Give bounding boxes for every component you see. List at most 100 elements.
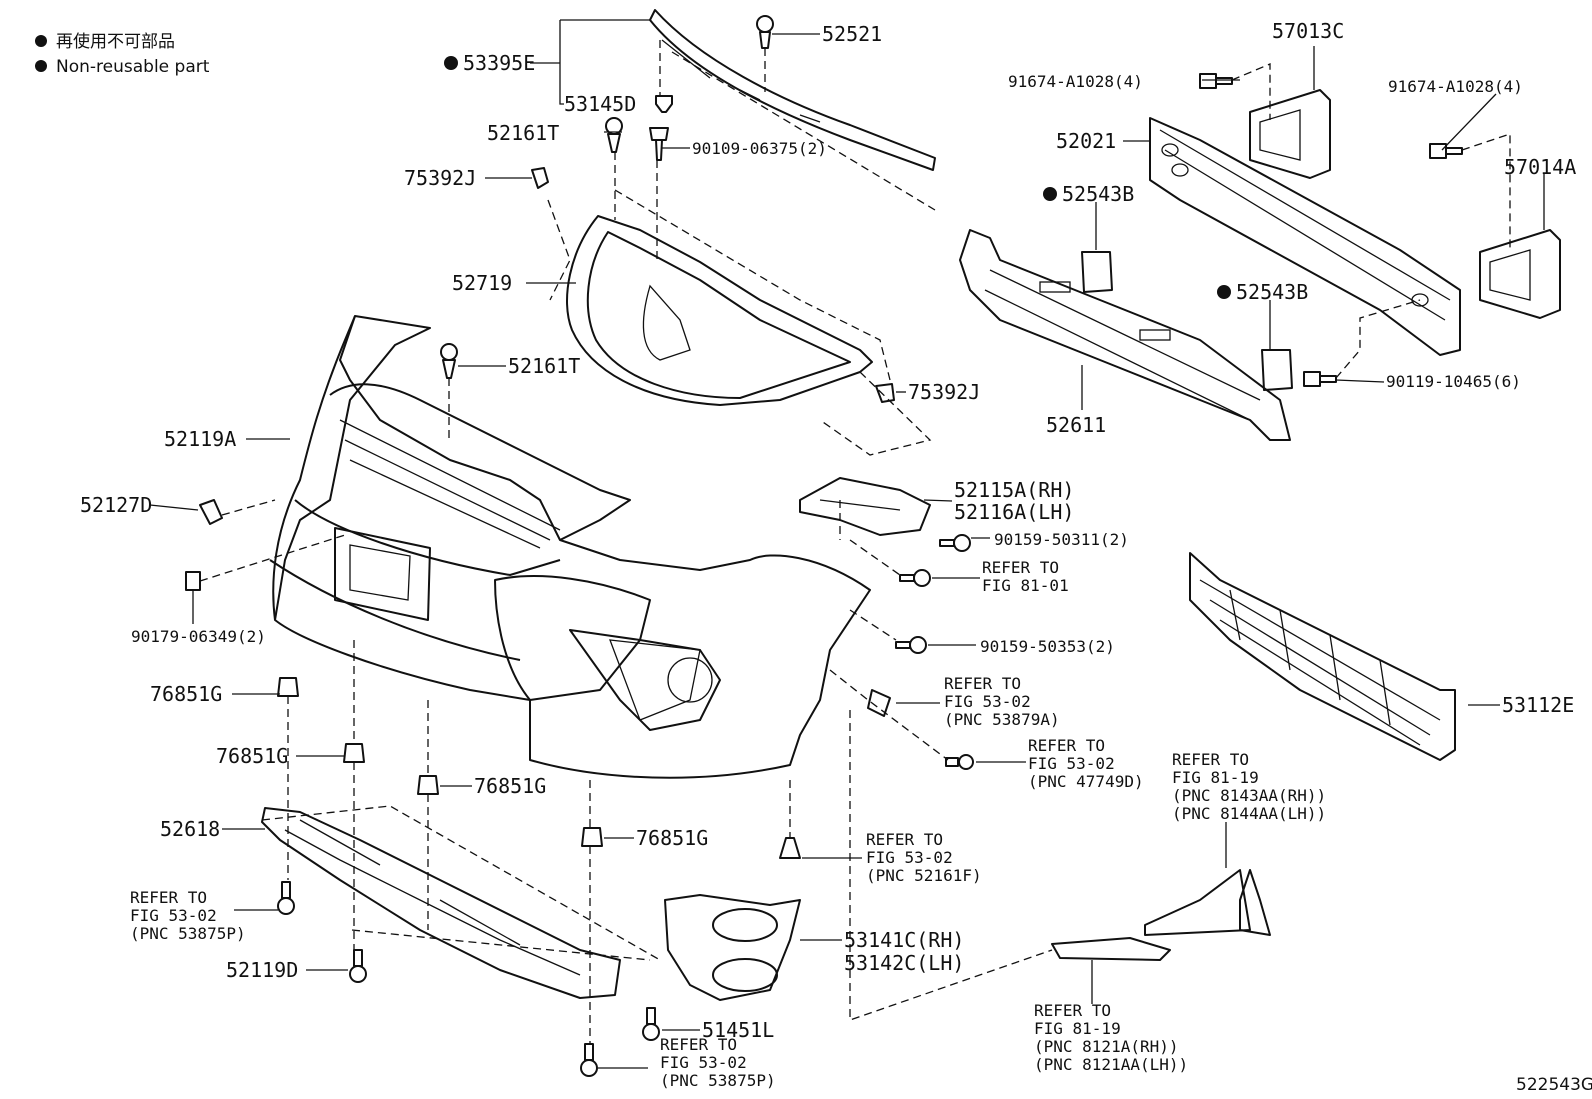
legend-jp: 再使用不可部品 bbox=[56, 31, 175, 52]
callout-52543B-b: 52543B bbox=[1236, 280, 1308, 304]
clip-90179 bbox=[185, 571, 201, 591]
callout-52119A: 52119A bbox=[164, 427, 236, 451]
callout-52611: 52611 bbox=[1046, 413, 1106, 437]
nonreusable-bullet-icon bbox=[444, 56, 458, 70]
svg-text:(PNC 8143AA(RH)): (PNC 8143AA(RH)) bbox=[1172, 786, 1326, 805]
callout-53395E: 53395E bbox=[463, 51, 535, 75]
screw-90159-50311 bbox=[939, 534, 971, 552]
clip-76851G-c bbox=[417, 775, 439, 795]
screw-90159-50353 bbox=[895, 636, 927, 654]
svg-text:REFER TO: REFER TO bbox=[660, 1035, 737, 1054]
bolt-53875P-a bbox=[277, 881, 295, 915]
nonreusable-bullet-icon bbox=[35, 60, 47, 72]
bumper-cover-part bbox=[269, 315, 871, 779]
clip-76851G-b bbox=[343, 743, 365, 763]
callout-52719: 52719 bbox=[452, 271, 512, 295]
svg-text:REFER TO: REFER TO bbox=[130, 888, 207, 907]
upper-molding-part bbox=[649, 9, 936, 171]
bolt-53875P-b bbox=[580, 1043, 598, 1077]
callout-90119-10465: 90119-10465(6) bbox=[1386, 372, 1521, 391]
bolt-90109 bbox=[649, 127, 669, 161]
callout-57014A: 57014A bbox=[1504, 155, 1576, 179]
clip-47749D bbox=[945, 754, 974, 770]
clip-53145D bbox=[655, 95, 673, 113]
callout-52127D: 52127D bbox=[80, 493, 152, 517]
svg-text:REFER TO: REFER TO bbox=[1034, 1001, 1111, 1020]
callout-57013C: 57013C bbox=[1272, 19, 1344, 43]
side-retainer-part bbox=[799, 477, 931, 536]
callout-52618: 52618 bbox=[160, 817, 220, 841]
clip-52521 bbox=[756, 15, 774, 49]
bracket-57013C bbox=[1249, 89, 1331, 179]
ref-pnc-8121A: REFER TO FIG 81-19 (PNC 8121A(RH)) (PNC … bbox=[1034, 1001, 1188, 1074]
callout-labels: 53395E 53145D 52521 52161T 90109-06375(2… bbox=[80, 19, 1576, 1042]
reference-notes: REFER TO FIG 81-01 REFER TO FIG 53-02 (P… bbox=[130, 558, 1326, 1090]
callout-52119D: 52119D bbox=[226, 958, 298, 982]
ref-pnc-52161F: REFER TO FIG 53-02 (PNC 52161F) bbox=[866, 830, 982, 885]
svg-text:REFER TO: REFER TO bbox=[866, 830, 943, 849]
clip-52161T-upper bbox=[605, 117, 623, 153]
svg-text:FIG 81-01: FIG 81-01 bbox=[982, 576, 1069, 595]
callout-52521: 52521 bbox=[822, 22, 882, 46]
callout-75392J-lower: 75392J bbox=[908, 380, 980, 404]
bolt-90119 bbox=[1303, 371, 1337, 387]
callout-52161T-upper: 52161T bbox=[487, 121, 559, 145]
callout-53145D: 53145D bbox=[564, 92, 636, 116]
svg-text:FIG 53-02: FIG 53-02 bbox=[866, 848, 953, 867]
svg-text:REFER TO: REFER TO bbox=[944, 674, 1021, 693]
bracket-57014A bbox=[1479, 229, 1561, 319]
clip-76851G-d bbox=[581, 827, 603, 847]
callout-91674-A1028-a: 91674-A1028(4) bbox=[1008, 72, 1143, 91]
side-molding-8121A bbox=[1051, 937, 1171, 961]
ref-pnc-53875P-b: REFER TO FIG 53-02 (PNC 53875P) bbox=[660, 1035, 776, 1090]
callout-91674-A1028-b: 91674-A1028(4) bbox=[1388, 77, 1523, 96]
ref-pnc-47749D: REFER TO FIG 53-02 (PNC 47749D) bbox=[1028, 736, 1144, 791]
callout-52161T-lower: 52161T bbox=[508, 354, 580, 378]
clip-52127D bbox=[199, 499, 223, 525]
callout-52116A: 52116A(LH) bbox=[954, 500, 1074, 524]
svg-text:(PNC 53875P): (PNC 53875P) bbox=[130, 924, 246, 943]
leader-lines bbox=[149, 19, 1545, 1069]
svg-text:FIG 53-02: FIG 53-02 bbox=[944, 692, 1031, 711]
svg-text:REFER TO: REFER TO bbox=[982, 558, 1059, 577]
legend: 再使用不可部品 Non-reusable part bbox=[35, 31, 210, 77]
side-garnish-part bbox=[1144, 869, 1271, 936]
screw-81-01 bbox=[899, 569, 931, 587]
legend-en: Non-reusable part bbox=[56, 57, 210, 77]
svg-text:FIG 81-19: FIG 81-19 bbox=[1172, 768, 1259, 787]
callout-52115A: 52115A(RH) bbox=[954, 478, 1074, 502]
callout-90159-50311: 90159-50311(2) bbox=[994, 530, 1129, 549]
bolt-91674-a bbox=[1199, 73, 1233, 89]
ref-pnc-8143AA: REFER TO FIG 81-19 (PNC 8143AA(RH)) (PNC… bbox=[1172, 750, 1326, 823]
fog-bezel-part bbox=[664, 894, 801, 1001]
svg-text:(PNC 8121AA(LH)): (PNC 8121AA(LH)) bbox=[1034, 1055, 1188, 1074]
callout-53112E: 53112E bbox=[1502, 693, 1574, 717]
svg-text:REFER TO: REFER TO bbox=[1028, 736, 1105, 755]
callout-76851G-d: 76851G bbox=[636, 826, 708, 850]
svg-text:(PNC 8121A(RH)): (PNC 8121A(RH)) bbox=[1034, 1037, 1179, 1056]
callout-76851G-c: 76851G bbox=[474, 774, 546, 798]
clip-75392J-lower bbox=[875, 383, 895, 403]
callout-90179-06349: 90179-06349(2) bbox=[131, 627, 266, 646]
svg-text:(PNC 8144AA(LH)): (PNC 8144AA(LH)) bbox=[1172, 804, 1326, 823]
svg-text:FIG 81-19: FIG 81-19 bbox=[1034, 1019, 1121, 1038]
figure-code: 522543G bbox=[1516, 1075, 1592, 1095]
svg-text:REFER TO: REFER TO bbox=[1172, 750, 1249, 769]
svg-text:FIG 53-02: FIG 53-02 bbox=[660, 1053, 747, 1072]
svg-text:(PNC 53879A): (PNC 53879A) bbox=[944, 710, 1060, 729]
svg-text:(PNC 47749D): (PNC 47749D) bbox=[1028, 772, 1144, 791]
callout-53141C: 53141C(RH) bbox=[844, 928, 964, 952]
lower-grille-part bbox=[1189, 552, 1456, 761]
clip-52161F bbox=[779, 837, 801, 859]
callout-90109-06375: 90109-06375(2) bbox=[692, 139, 827, 158]
nonreusable-bullet-icon bbox=[1043, 187, 1057, 201]
reinforcement-part bbox=[1149, 117, 1461, 356]
bolt-52119D bbox=[349, 949, 367, 983]
clip-76851G-a bbox=[277, 677, 299, 697]
pad-52543B-a bbox=[1081, 251, 1113, 293]
callout-51451L: 51451L bbox=[702, 1018, 774, 1042]
callout-52543B-a: 52543B bbox=[1062, 182, 1134, 206]
callout-76851G-a: 76851G bbox=[150, 682, 222, 706]
svg-text:FIG 53-02: FIG 53-02 bbox=[1028, 754, 1115, 773]
